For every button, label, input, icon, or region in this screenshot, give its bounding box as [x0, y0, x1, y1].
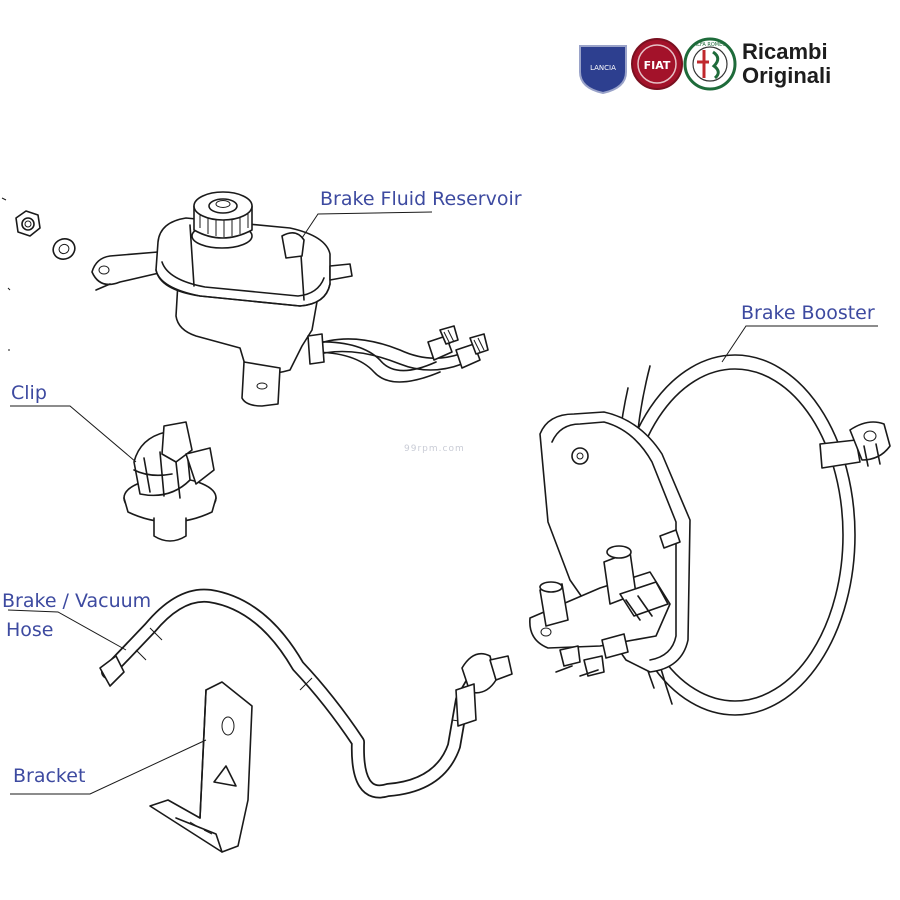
fiat-logo-text: FIAT	[644, 59, 671, 72]
label-bracket: Bracket	[13, 765, 86, 787]
alfa-romeo-logo-text: ALFA ROMEO	[694, 42, 727, 48]
label-brake-fluid-reservoir: Brake Fluid Reservoir	[320, 188, 522, 210]
brake-fluid-reservoir	[91, 191, 489, 407]
alfa-romeo-logo: ALFA ROMEO	[683, 37, 737, 91]
connector-a	[427, 325, 459, 361]
leader-booster	[721, 325, 878, 363]
watermark: 99rpm.com	[404, 444, 465, 454]
brand-line1: Ricambi	[742, 39, 828, 64]
leader-reservoir	[301, 211, 433, 239]
leader-hose	[7, 609, 127, 651]
brand-line2: Originali	[742, 63, 832, 88]
lancia-logo-text: LANCIA	[590, 64, 616, 72]
nut	[15, 210, 41, 237]
brake-vacuum-hose	[99, 588, 513, 799]
label-clip: Clip	[11, 382, 47, 404]
lancia-logo: LANCIA	[579, 45, 627, 95]
washer	[52, 238, 76, 260]
edge-tick	[1, 197, 11, 351]
clip	[123, 421, 217, 542]
label-brake-vacuum-hose-line2: Hose	[6, 619, 54, 641]
connector-b	[455, 333, 489, 369]
label-brake-vacuum-hose-line1: Brake / Vacuum	[2, 590, 152, 612]
fiat-logo: FIAT	[631, 38, 683, 90]
brake-booster	[529, 354, 891, 716]
leader-bracket	[10, 739, 207, 795]
label-brake-booster: Brake Booster	[741, 302, 875, 324]
leader-clip	[10, 405, 137, 463]
bracket	[149, 681, 253, 853]
